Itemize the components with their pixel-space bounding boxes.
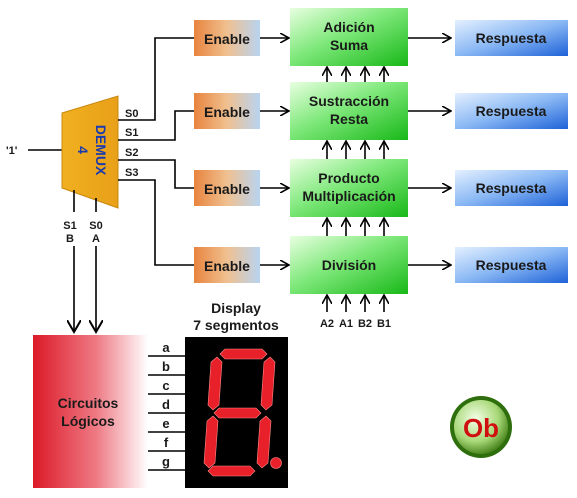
enable-label: Enable: [204, 181, 250, 197]
demux-body: [61, 95, 119, 209]
row-suma: Enable Adición Suma Respuesta: [194, 8, 568, 66]
operation-title: Producto: [318, 170, 379, 186]
row-division: Enable División Respuesta: [194, 236, 568, 294]
input-label: '1': [6, 145, 18, 157]
operand-label-b2: B2: [358, 318, 372, 330]
enable-label: Enable: [204, 31, 250, 47]
output-label-s0: S0: [125, 108, 138, 120]
select-label-a: A: [92, 233, 100, 245]
operation-title: Adición: [323, 19, 374, 35]
operation-block: [290, 8, 408, 66]
demux: DEMUX 4: [61, 95, 119, 209]
logic-circuits: Circuitos Lógicos: [33, 335, 148, 488]
operation-subtitle: Suma: [330, 37, 368, 53]
segment-a: [219, 348, 268, 360]
operand-label-a2: A2: [320, 318, 334, 330]
logic-title: Circuitos: [58, 395, 119, 411]
output-label-s3: S3: [125, 167, 138, 179]
row-multiplicacion: Enable Producto Multiplicación Respuesta: [194, 159, 568, 217]
output-label-s1: S1: [125, 127, 138, 139]
response-block: [455, 93, 568, 129]
response-block: [455, 247, 568, 283]
enable-label: Enable: [204, 258, 250, 274]
logo-face: [454, 400, 508, 454]
logic-subtitle: Lógicos: [61, 413, 115, 429]
demux-label: DEMUX: [93, 125, 109, 176]
display-subtitle: 7 segmentos: [193, 317, 279, 333]
operand-bus: [327, 68, 384, 312]
segment-g: [213, 407, 262, 419]
operation-block: [290, 236, 408, 294]
response-label: Respuesta: [476, 30, 547, 46]
decimal-point: [270, 457, 282, 469]
operand-label-b1: B1: [377, 318, 391, 330]
segment-b: [260, 356, 276, 411]
operation-block: [290, 159, 408, 217]
operation-subtitle: Resta: [330, 111, 368, 127]
operation-title: División: [322, 257, 376, 273]
wire-s1: [118, 110, 194, 141]
logo-text: Ob: [463, 413, 499, 443]
segment-label-a: a: [162, 340, 170, 355]
response-label: Respuesta: [476, 180, 547, 196]
enable-block: [194, 20, 260, 56]
select-label-b: B: [66, 233, 74, 245]
enable-label: Enable: [204, 104, 250, 120]
response-label: Respuesta: [476, 103, 547, 119]
operation-title: Sustracción: [309, 93, 389, 109]
wire-s2: [118, 159, 194, 189]
select-label-s1: S1: [63, 220, 76, 232]
segment-d: [207, 465, 256, 477]
segment-label-f: f: [164, 435, 169, 450]
segment-label-c: c: [162, 378, 169, 393]
wire-s0: [118, 37, 194, 121]
ob-logo: Ob: [450, 396, 512, 458]
response-block: [455, 20, 568, 56]
wire-s3: [118, 179, 194, 266]
row-resta: Enable Sustracción Resta Respuesta: [194, 82, 568, 140]
operand-label-a1: A1: [339, 318, 353, 330]
response-block: [455, 170, 568, 206]
segment-e: [203, 415, 219, 469]
seven-segment-display: [185, 337, 288, 488]
output-label-s2: S2: [125, 147, 138, 159]
select-label-s0: S0: [89, 220, 102, 232]
segment-label-b: b: [162, 359, 170, 374]
enable-block: [194, 170, 260, 206]
logic-block: [33, 335, 148, 488]
segment-c: [256, 415, 272, 469]
segment-bus: [148, 355, 185, 471]
enable-block: [194, 93, 260, 129]
segment-label-e: e: [162, 416, 169, 431]
enable-block: [194, 247, 260, 283]
response-label: Respuesta: [476, 257, 547, 273]
display-title: Display: [211, 300, 261, 316]
segment-label-g: g: [162, 454, 170, 469]
operation-subtitle: Multiplicación: [302, 188, 395, 204]
segment-f: [207, 356, 223, 411]
operation-block: [290, 82, 408, 140]
segment-label-d: d: [162, 397, 170, 412]
demux-size-label: 4: [75, 146, 91, 154]
